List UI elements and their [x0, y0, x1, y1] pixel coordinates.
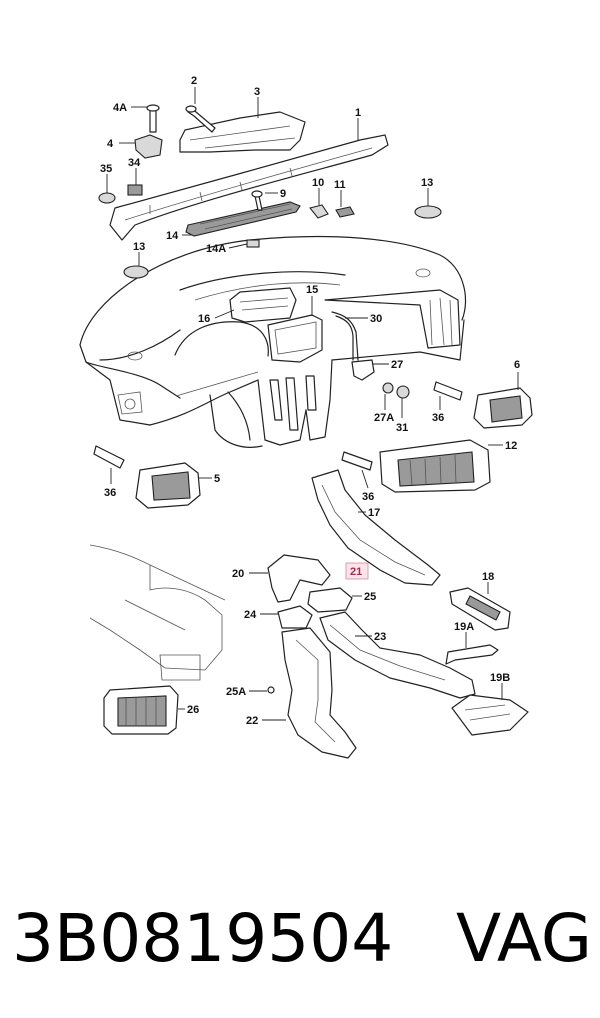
label-25a: 25A — [226, 686, 246, 698]
part-labels: 2 3 1 4A 4 34 35 9 10 11 13 14 14A 13 15… — [100, 75, 520, 727]
label-9: 9 — [280, 188, 286, 200]
label-20: 20 — [232, 568, 244, 580]
label-11: 11 — [334, 179, 346, 191]
label-12: 12 — [505, 440, 517, 452]
label-25: 25 — [364, 591, 376, 603]
label-14a: 14A — [206, 243, 226, 255]
part-5-side-vent-left — [93, 445, 201, 509]
label-34: 34 — [128, 157, 141, 169]
part-1-trim-strip — [109, 134, 389, 241]
label-18: 18 — [482, 571, 494, 583]
label-21-highlight — [345, 562, 369, 580]
label-24: 24 — [244, 609, 257, 621]
part-6-side-vent-right — [433, 381, 533, 429]
part-22-lower-duct — [267, 627, 357, 759]
label-36-left: 36 — [104, 487, 116, 499]
exploded-parts-diagram: 2 3 1 4A 4 34 35 9 10 11 13 14 14A 13 15… — [79, 75, 533, 759]
label-4a: 4A — [113, 102, 127, 114]
label-31: 31 — [396, 422, 408, 434]
label-36-center: 36 — [362, 491, 374, 503]
label-26: 26 — [187, 704, 199, 716]
label-3: 3 — [254, 86, 260, 98]
label-14: 14 — [166, 230, 179, 242]
label-27: 27 — [391, 359, 403, 371]
label-23: 23 — [374, 631, 386, 643]
label-10: 10 — [312, 177, 324, 189]
label-19b: 19B — [490, 672, 510, 684]
label-4: 4 — [107, 138, 114, 150]
label-13-right: 13 — [421, 177, 433, 189]
label-22: 22 — [246, 715, 258, 727]
part-23-side-duct — [319, 611, 476, 699]
label-30: 30 — [370, 313, 382, 325]
footer-caption: 3B0819504 VAG — [12, 888, 592, 988]
part-number: 3B0819504 — [12, 899, 394, 977]
label-17: 17 — [368, 507, 380, 519]
leader-lines — [106, 87, 519, 721]
part-14-vent-strip — [185, 190, 301, 248]
parts-18-19-rear-outlet — [445, 587, 529, 736]
label-21: 21 — [350, 566, 362, 578]
label-27a: 27A — [374, 412, 394, 424]
parts-30-27-hose — [331, 311, 410, 399]
label-16: 16 — [198, 313, 210, 325]
part-17-main-duct — [311, 469, 441, 586]
rear-console-context — [89, 544, 226, 735]
part-3-cover — [179, 111, 306, 153]
label-1: 1 — [355, 107, 361, 119]
dashboard-body — [79, 235, 467, 448]
small-fasteners — [98, 104, 216, 204]
parts-20-25-duct-pieces — [267, 554, 353, 629]
label-19a: 19A — [454, 621, 474, 633]
label-6: 6 — [514, 359, 520, 371]
parts-15-16-center-ducts — [229, 287, 323, 363]
brand-name: VAG — [455, 899, 592, 977]
clips-10-11 — [309, 204, 355, 219]
label-35: 35 — [100, 163, 112, 175]
label-36-right: 36 — [432, 412, 444, 424]
label-15: 15 — [306, 284, 318, 296]
label-13-left: 13 — [133, 241, 145, 253]
label-5: 5 — [214, 473, 220, 485]
label-2: 2 — [191, 75, 197, 87]
part-12-center-vent — [341, 439, 491, 493]
round-caps-13 — [123, 205, 442, 279]
